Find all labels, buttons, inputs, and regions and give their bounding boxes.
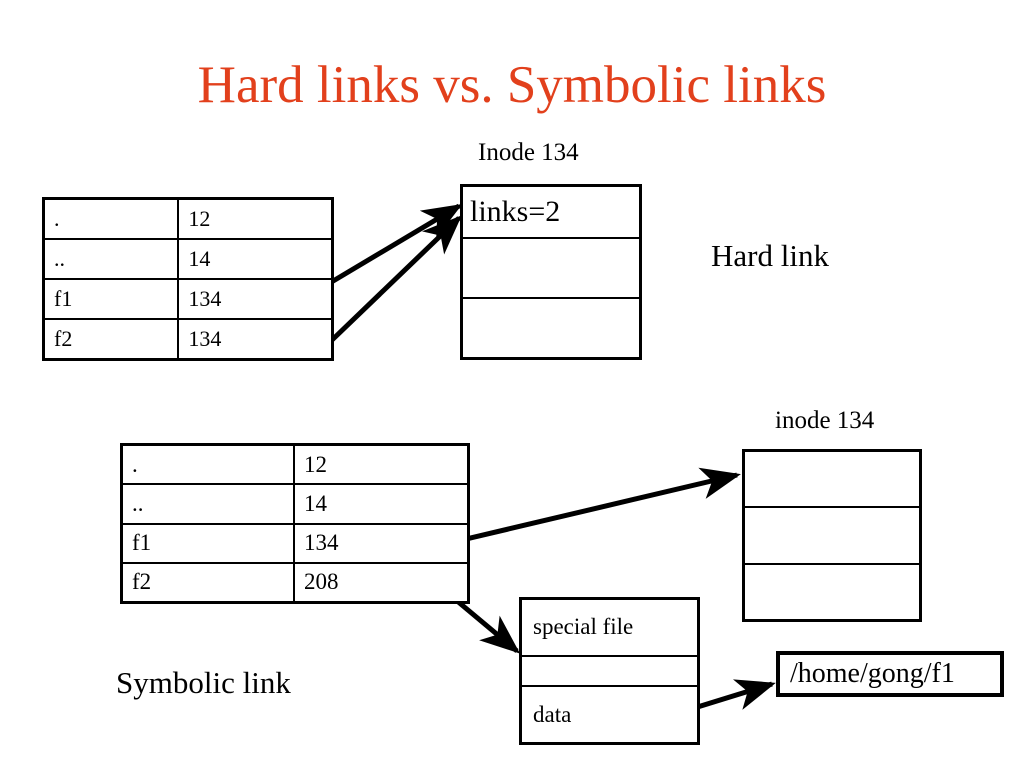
arrow-f1-to-inode-right [444,467,741,547]
symbolic-link-label: Symbolic link [116,665,291,700]
directory-table-hard-link: . 12 .. 14 f1 134 f2 134 [42,197,334,361]
table-row: .. 14 [45,240,331,280]
dir-entry-name: f1 [45,280,180,318]
special-file-row: data [522,687,697,742]
dir-entry-name: f1 [123,524,295,562]
dir-entry-inode: 134 [304,530,339,556]
table-row: f1 134 [45,280,331,320]
dir-entry-inode: 14 [304,490,327,516]
dir-entry-name: .. [123,485,295,523]
dir-entry-name: . [45,200,180,238]
inode-links-count: links=2 [470,195,561,228]
table-row: f2 208 [123,563,467,601]
directory-table-symbolic-link: . 12 .. 14 f1 134 f2 208 [120,443,470,604]
table-row: .. 14 [123,485,467,525]
special-file-row: special file [522,600,697,657]
table-row: f2 134 [45,320,331,358]
inode-label-right: inode 134 [775,407,875,434]
inode-box-row [463,239,639,299]
inode-box-row [745,508,919,565]
inode-box-row [463,299,639,357]
dir-entry-inode: 134 [188,326,222,351]
inode-label-top: Inode 134 [478,139,579,166]
arrow-f2-to-inode-top [329,215,462,343]
special-file-type: special file [533,614,634,640]
inode-box-row [745,452,919,509]
inode-box-empty-row [745,565,919,619]
table-row: . 12 [123,446,467,486]
inode-box-row: links=2 [463,187,639,239]
page-title: Hard links vs. Symbolic links [197,56,827,114]
dir-entry-name: f2 [45,320,180,358]
special-file-box: special file data [519,597,700,745]
dir-entry-name: f2 [123,563,295,601]
dir-entry-inode: 12 [188,206,211,231]
hard-link-label: Hard link [711,238,829,273]
dir-entry-name: .. [45,240,180,278]
inode-box-empty-row [463,239,639,297]
inode-box-empty-row [745,508,919,562]
path-box: /home/gong/f1 [776,651,1004,697]
table-row: . 12 [45,200,331,240]
table-row: f1 134 [123,524,467,564]
special-file-empty-row [522,657,697,686]
inode-box-empty-row [463,299,639,357]
inode-box-symbolic-link [742,449,922,622]
dir-entry-inode: 14 [188,246,211,271]
arrow-f1-to-inode-top [311,203,463,296]
dir-entry-inode: 134 [188,286,222,311]
special-file-data: data [533,701,572,727]
dir-entry-inode: 208 [304,569,339,595]
dir-entry-name: . [123,446,295,484]
special-file-row [522,657,697,688]
inode-box-hard-link: links=2 [460,184,642,360]
dir-entry-inode: 12 [304,451,327,477]
inode-box-empty-row [745,452,919,506]
inode-box-row [745,565,919,619]
